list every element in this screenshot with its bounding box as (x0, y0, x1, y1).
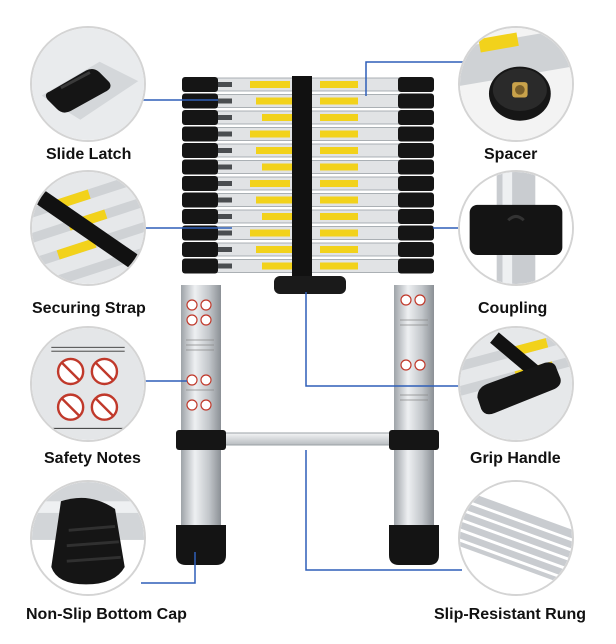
safety-notes-closeup (30, 326, 146, 442)
bottom-cap-closeup (30, 480, 146, 596)
coupling-closeup (458, 170, 574, 286)
grip-handle-closeup (458, 326, 574, 442)
coupling-label: Coupling (478, 300, 548, 317)
strap-closeup (30, 170, 146, 286)
spacer-label: Spacer (484, 146, 538, 163)
slide-latch-label: Slide Latch (46, 146, 132, 163)
slip-resistant-rung-label: Slip-Resistant Rung (434, 606, 587, 623)
spacer-closeup (458, 26, 574, 142)
securing-strap-label: Securing Strap (32, 300, 146, 317)
safety-notes-label: Safety Notes (44, 450, 141, 467)
rung-closeup (458, 480, 574, 596)
slide-latch-closeup (30, 26, 146, 142)
grip-handle-label: Grip Handle (470, 450, 561, 467)
non-slip-bottom-cap-label: Non-Slip Bottom Cap (26, 606, 187, 623)
